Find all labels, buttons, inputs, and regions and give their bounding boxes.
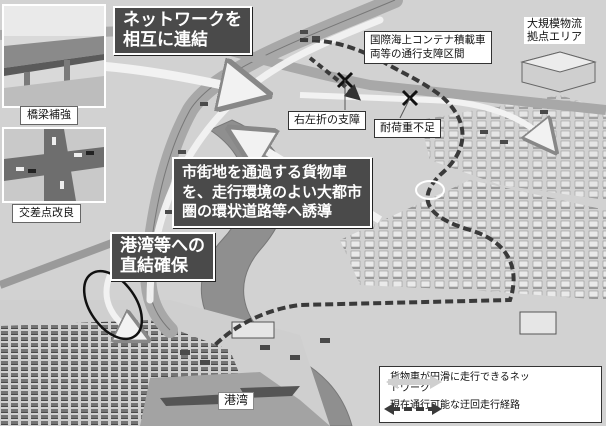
logistics-hub-line2: 拠点エリア xyxy=(527,29,582,43)
port-access-callout: 港湾等への 直結確保 xyxy=(110,232,215,282)
legend-label-smooth-network: 貨物車が円滑に走行できるネットワーク xyxy=(390,372,530,394)
container-restriction-line1: 国際海上コンテナ積載車 xyxy=(370,34,486,46)
network-connect-arrow xyxy=(99,66,255,92)
legend-label-detour-route: 現在通行可能な迂回走行経路 xyxy=(390,400,520,411)
bridge-reinforcement-inset xyxy=(2,4,106,108)
city-warehouse xyxy=(519,311,557,335)
port-access-arrow xyxy=(103,273,140,336)
ships xyxy=(160,386,300,406)
port-label: 港湾 xyxy=(218,392,255,410)
load-insufficient-label: 耐荷重不足 xyxy=(374,119,441,138)
urban-guidance-line2: を、走行環境のよい大都市 xyxy=(182,182,363,201)
trucks xyxy=(165,30,548,365)
network-connect-line2: 相互に連結 xyxy=(123,29,208,50)
turn-restriction-label: 右左折の支障 xyxy=(288,111,366,130)
network-connect-line1: ネットワークを xyxy=(123,10,242,30)
detour-route-top xyxy=(308,56,361,101)
logistics-hub-building xyxy=(520,51,597,93)
intersection-improvement-inset xyxy=(2,127,106,203)
legend-dark-dashed-arrow-icon xyxy=(384,403,442,415)
highway-left xyxy=(0,236,122,289)
urban-guidance-line1: 市街地を通過する貨物車 xyxy=(182,163,348,181)
load-leader xyxy=(399,97,411,119)
bridge-photo xyxy=(4,6,104,106)
port-access-line2: 直結確保 xyxy=(120,255,188,276)
intersection-improvement-label: 交差点改良 xyxy=(12,204,81,223)
urban-guidance-callout: 市街地を通過する貨物車 を、走行環境のよい大都市 圏の環状道路等へ誘導 xyxy=(172,157,373,228)
legend-light-arrow-icon xyxy=(386,375,442,389)
network-connect-callout: ネットワークを 相互に連結 xyxy=(113,6,252,56)
port-access-line1: 港湾等への xyxy=(120,236,205,256)
legend-item-smooth-network: 貨物車が円滑に走行できるネットワーク xyxy=(384,372,530,394)
logistics-hub-label: 大規模物流 拠点エリア xyxy=(524,17,585,45)
port-warehouse xyxy=(231,321,275,339)
city-district xyxy=(340,180,606,300)
container-restriction-callout: 国際海上コンテナ積載車 両等の通行支障区間 xyxy=(364,31,492,65)
logistics-hub-line1: 大規模物流 xyxy=(527,17,582,30)
legend: 貨物車が円滑に走行できるネットワーク 現在通行可能な迂回走行経路 xyxy=(379,366,602,423)
intersection-photo xyxy=(4,129,104,201)
container-restriction-line2: 両等の通行支障区間 xyxy=(370,47,465,60)
port-connection-highlight xyxy=(82,269,144,341)
urban-guidance-line3: 圏の環状道路等へ誘導 xyxy=(182,202,333,220)
hub-arrow xyxy=(299,92,550,145)
legend-item-detour-route: 現在通行可能な迂回走行経路 xyxy=(384,400,530,415)
city-highlight xyxy=(415,180,445,200)
bridge-reinforcement-label: 橋梁補強 xyxy=(20,106,78,125)
